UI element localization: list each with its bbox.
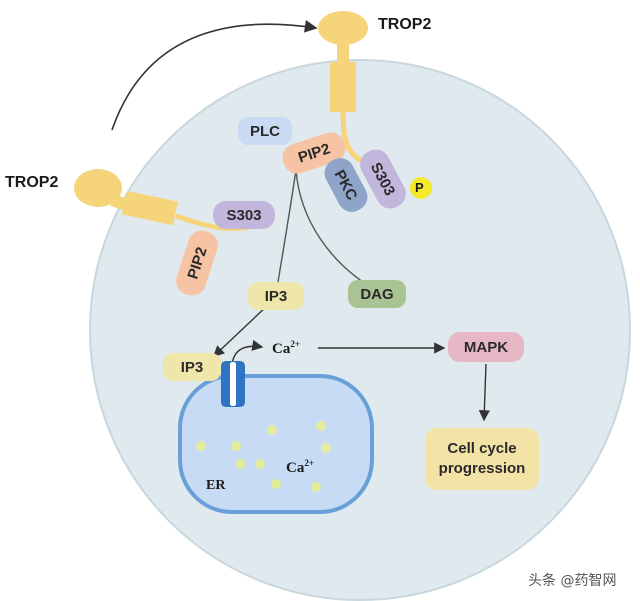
- calcium-cytosol-charge: 2+: [290, 339, 300, 349]
- calcium-cytosol-label: Ca2+: [272, 339, 300, 358]
- calcium-er-label: Ca2+: [286, 458, 314, 477]
- cell-cycle-line1: Cell cycle: [447, 440, 517, 457]
- ip3-er-node: IP3: [163, 353, 221, 381]
- calcium-er-charge: 2+: [304, 458, 314, 468]
- cell-cycle-node: Cell cycle progression: [425, 428, 539, 490]
- phospho-label: P: [415, 180, 424, 195]
- calcium-dot: [236, 459, 246, 469]
- er-compartment: [178, 374, 374, 514]
- trop2-top-stalk: [337, 43, 349, 63]
- phospho-circle: [410, 177, 432, 199]
- er-label: ER: [206, 478, 226, 493]
- calcium-dot: [267, 425, 277, 435]
- calcium-er-text: Ca: [286, 460, 305, 476]
- watermark: 头条 @药智网: [528, 573, 617, 589]
- calcium-dot: [196, 441, 206, 451]
- calcium-dot: [316, 421, 326, 431]
- calcium-dot: [231, 441, 241, 451]
- cell-body: [89, 59, 631, 601]
- translocation-arrow: [111, 19, 318, 131]
- trop2-left-label: TROP2: [5, 174, 59, 191]
- dag-node: DAG: [348, 280, 406, 308]
- mapk-to-cell-cycle-arrow: [478, 363, 490, 422]
- trop2-top-transmembrane: [330, 62, 356, 112]
- calcium-dot: [321, 443, 331, 453]
- calcium-cytosol-text: Ca: [272, 341, 291, 357]
- plc-node: PLC: [238, 117, 292, 145]
- mapk-node: MAPK: [448, 332, 524, 362]
- calcium-dot: [311, 482, 321, 492]
- trop2-left-head: [74, 169, 122, 207]
- ip3-receptor-channel-pore: [231, 362, 235, 406]
- ip3-to-receptor-arrow: [212, 304, 269, 357]
- ip3-mid-node: IP3: [248, 282, 304, 310]
- trop2-top-head: [318, 11, 368, 45]
- trop2-top-label: TROP2: [378, 16, 432, 33]
- pip2-to-ip3-line: [277, 169, 297, 283]
- pip2-to-dag-line: [295, 169, 373, 289]
- ip3-receptor-channel-right: [236, 362, 244, 406]
- s303-left-node: S303: [213, 201, 275, 229]
- trop2-left-transmembrane: [122, 190, 178, 226]
- cell-cycle-line2: progression: [438, 460, 526, 477]
- calcium-dot: [271, 479, 281, 489]
- calcium-dot: [255, 459, 265, 469]
- ip3-receptor-channel-left: [222, 362, 230, 406]
